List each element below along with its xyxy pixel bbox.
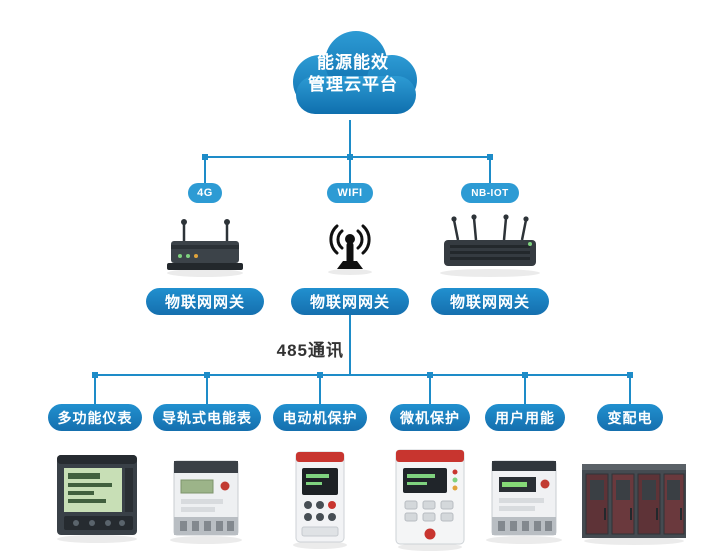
cloud-label-line2: 管理云平台 <box>308 75 398 94</box>
gateway-label-nbiot-text: 物联网网关 <box>449 294 530 311</box>
device-label-power-distribution: 变配电 <box>597 404 663 431</box>
badge-wifi-label: WIFI <box>337 187 363 199</box>
badge-nbiot: NB-IOT <box>461 183 519 203</box>
device-label-din-rail-meter: 导轨式电能表 <box>153 404 261 431</box>
user-energy-meter-image <box>486 460 562 544</box>
device-label-motor-protection: 电动机保护 <box>273 404 367 431</box>
badge-4g: 4G <box>188 183 222 203</box>
device-label-2-text: 导轨式电能表 <box>162 409 252 426</box>
cloud-shape <box>293 31 417 114</box>
gateway-label-4g-text: 物联网网关 <box>164 294 245 311</box>
badge-4g-label: 4G <box>197 187 213 199</box>
badge-wifi: WIFI <box>327 183 373 203</box>
micro-protection-image <box>395 449 465 551</box>
gateway-label-nbiot: 物联网网关 <box>431 288 549 315</box>
device-label-4-text: 微机保护 <box>400 409 460 426</box>
wifi-antenna-icon <box>328 224 372 275</box>
device-label-1-text: 多功能仪表 <box>57 409 133 426</box>
multifunction-meter-image <box>57 455 137 543</box>
router-4g-icon <box>167 219 243 277</box>
device-label-6-text: 变配电 <box>607 409 653 426</box>
device-label-5-text: 用户用能 <box>495 409 555 426</box>
cloud-label-line1: 能源能效 <box>317 53 389 72</box>
gateway-label-4g: 物联网网关 <box>146 288 264 315</box>
gateway-label-wifi: 物联网网关 <box>291 288 409 315</box>
din-rail-meter-image <box>170 460 242 544</box>
power-distribution-cabinet-image <box>582 464 686 545</box>
device-label-multifunction-meter: 多功能仪表 <box>48 404 142 431</box>
gateway-label-wifi-text: 物联网网关 <box>309 294 390 311</box>
router-nbiot-icon <box>440 214 540 277</box>
motor-protection-image <box>293 451 347 549</box>
badge-nbiot-label: NB-IOT <box>471 187 509 199</box>
device-label-micro-protection: 微机保护 <box>390 404 470 431</box>
device-label-user-energy: 用户用能 <box>485 404 565 431</box>
cloud-platform-label: 能源能效 管理云平台 <box>268 52 438 96</box>
device-label-3-text: 电动机保护 <box>282 409 358 426</box>
bus-485-label: 485通讯 <box>276 341 344 360</box>
